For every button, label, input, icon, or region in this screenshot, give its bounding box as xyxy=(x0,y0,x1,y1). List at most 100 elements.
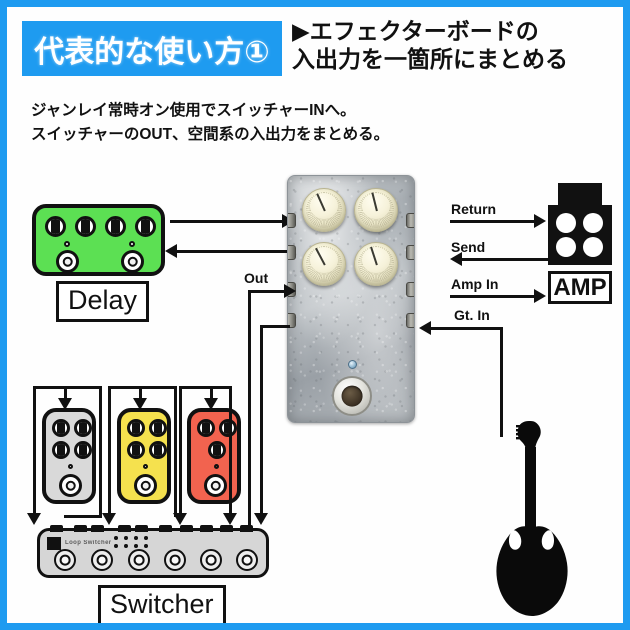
wire-red-send-up xyxy=(179,386,182,520)
amp-speaker-4 xyxy=(583,237,603,257)
main-pedal-jack-out-right-3 xyxy=(406,282,414,297)
header-badge-label: 代表的な使い方① xyxy=(34,35,270,69)
wire-red-send-top xyxy=(179,386,213,389)
main-pedal-knob-3 xyxy=(302,242,346,286)
arrow-gray-in xyxy=(58,398,72,410)
delay-led-1 xyxy=(64,241,70,247)
page-title: ▶エフェクターボードの 入出力を一箇所にまとめる xyxy=(292,17,622,73)
pedal-yellow-footswitch[interactable] xyxy=(134,474,157,497)
arrow-red-out xyxy=(173,513,187,525)
switcher-footswitch-5[interactable] xyxy=(200,549,222,571)
wire-gray-send-down xyxy=(64,386,67,400)
amp-label-box: AMP xyxy=(548,271,612,304)
wire-yellow-send-top xyxy=(108,386,142,389)
switcher-jack-2 xyxy=(74,525,87,532)
label-out: Out xyxy=(244,270,269,286)
switcher-brand-text: Loop Switcher xyxy=(65,540,112,546)
wire-yellow-return-join xyxy=(142,386,177,389)
delay-knob-4 xyxy=(135,216,156,237)
amp-speaker-2 xyxy=(583,213,603,233)
page-title-line2: 入出力を一箇所にまとめる xyxy=(292,46,568,73)
delay-label: Delay xyxy=(56,281,150,323)
switcher-jack-1 xyxy=(50,525,63,532)
pedal-yellow-knob-3 xyxy=(127,441,145,459)
switcher-jack-8 xyxy=(200,525,213,532)
wire-main-to-delay xyxy=(177,250,287,253)
pedal-gray-knob-2 xyxy=(74,419,92,437)
pedal-red-knob-3 xyxy=(208,441,226,459)
wire-red-return-join xyxy=(213,386,232,389)
main-pedal-knob-2 xyxy=(354,188,398,232)
description-text: ジャンレイ常時オン使用でスイッチャーINへ。 スイッチャーのOUT、空間系の入出… xyxy=(31,99,611,147)
pedal-gray-knob-1 xyxy=(52,419,70,437)
delay-footswitch-2[interactable] xyxy=(121,250,144,273)
switcher-footswitch-4[interactable] xyxy=(164,549,186,571)
switcher-footswitch-6[interactable] xyxy=(236,549,258,571)
wire-gray-return-up xyxy=(99,386,102,517)
header-badge: 代表的な使い方① xyxy=(22,21,282,76)
pedal-red-footswitch[interactable] xyxy=(204,474,227,497)
wire-gray-out-down xyxy=(33,502,36,520)
amp-head xyxy=(558,183,602,205)
description-line2: スイッチャーのOUT、空間系の入出力をまとめる。 xyxy=(31,126,390,144)
wire-gt-in-vertical xyxy=(500,327,503,437)
wire-red-send-down xyxy=(210,386,213,400)
pedal-yellow-knob-4 xyxy=(149,441,167,459)
wire-amp-in xyxy=(450,295,536,298)
wire-out-vertical xyxy=(248,290,251,535)
arrow-yellow-out xyxy=(102,513,116,525)
switcher-footswitch-1[interactable] xyxy=(54,549,76,571)
main-pedal-jack-out-right-4 xyxy=(406,313,414,328)
switcher-jack-9 xyxy=(220,525,233,532)
delay-led-2 xyxy=(129,241,135,247)
pedal-yellow-led xyxy=(143,464,148,469)
amp-speaker-3 xyxy=(556,237,576,257)
switcher-led-grid xyxy=(114,536,156,549)
switcher-footswitch-2[interactable] xyxy=(91,549,113,571)
switcher-jack-7 xyxy=(180,525,193,532)
arrow-gt-in xyxy=(419,321,431,335)
pedal-gray xyxy=(42,408,96,504)
main-pedal-jack-out-right-2 xyxy=(406,245,414,260)
amp-cabinet xyxy=(548,205,612,265)
main-pedal-footswitch[interactable] xyxy=(332,376,372,416)
main-pedal-jack-out-right-1 xyxy=(406,213,414,228)
page-title-line1: ▶エフェクターボードの xyxy=(292,18,539,44)
arrow-red-return-out xyxy=(223,513,237,525)
switcher-jack-10 xyxy=(240,525,253,532)
arrow-send xyxy=(450,252,462,266)
pedal-yellow xyxy=(117,408,171,504)
arrow-amp-in xyxy=(534,289,546,303)
diagram-canvas: 代表的な使い方① ▶エフェクターボードの 入出力を一箇所にまとめる ジャンレイ常… xyxy=(7,7,623,623)
wire-delay-to-main xyxy=(170,220,285,223)
wire-gray-send-up xyxy=(33,386,36,520)
wire-out-horizontal xyxy=(248,290,288,293)
wire-gt-in-horizontal xyxy=(431,327,503,330)
switcher-jack-6 xyxy=(159,525,172,532)
arrow-yellow-in xyxy=(133,398,147,410)
main-pedal-screw xyxy=(348,360,357,369)
pedal-red-knob-1 xyxy=(197,419,215,437)
wire-main-to-switcher-vertical xyxy=(260,325,263,517)
arrow-red-in xyxy=(204,398,218,410)
wire-gray-return-join xyxy=(67,386,102,389)
amp-speaker-1 xyxy=(556,213,576,233)
electric-guitar xyxy=(496,421,568,616)
main-pedal-knob-4 xyxy=(354,242,398,286)
switcher-footswitch-3[interactable] xyxy=(128,549,150,571)
delay-knob-2 xyxy=(75,216,96,237)
delay-footswitch-1[interactable] xyxy=(56,250,79,273)
pedal-gray-footswitch[interactable] xyxy=(59,474,82,497)
pedal-gray-knob-3 xyxy=(52,441,70,459)
delay-knob-3 xyxy=(105,216,126,237)
wire-gray-return-top xyxy=(64,515,102,518)
switcher-unit: Loop Switcher xyxy=(37,525,269,578)
wire-yellow-send-up xyxy=(108,386,111,520)
arrow-return xyxy=(534,214,546,228)
description-line1: ジャンレイ常時オン使用でスイッチャーINへ。 xyxy=(31,102,356,119)
main-pedal-knob-1 xyxy=(302,188,346,232)
label-amp-in: Amp In xyxy=(451,276,499,292)
wire-gray-send-top xyxy=(33,386,67,389)
arrow-main-to-switcher xyxy=(254,513,268,525)
